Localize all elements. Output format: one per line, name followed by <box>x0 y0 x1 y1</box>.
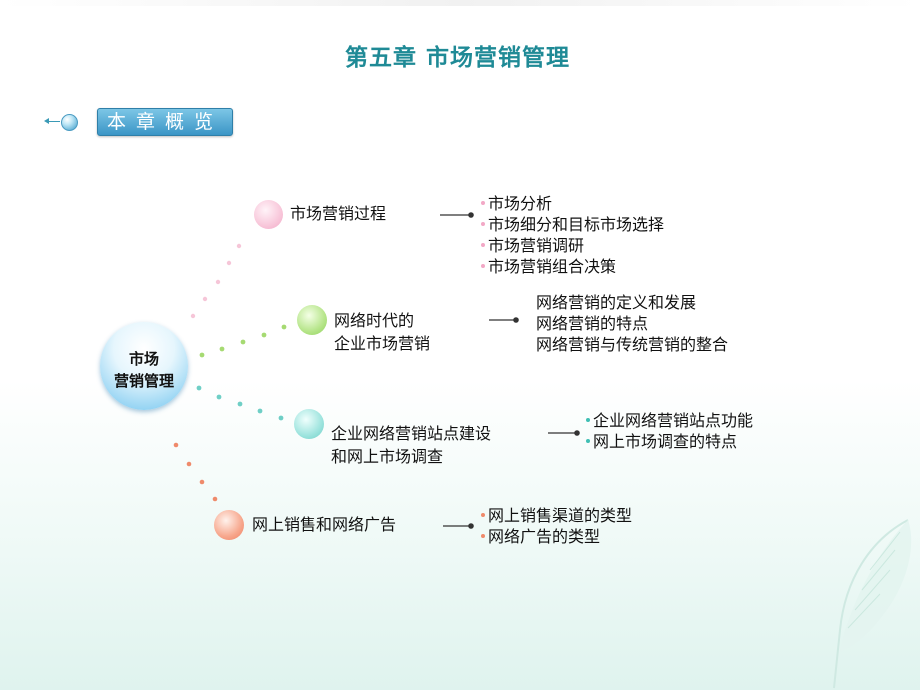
branch-node-3 <box>294 409 324 439</box>
bullet-icon <box>586 417 590 422</box>
branch-node-1 <box>254 200 283 229</box>
branch-label-4: 网上销售和网络广告 <box>252 513 396 536</box>
branch-2-items: 网络营销的定义和发展 网络营销的特点 网络营销与传统营销的整合 <box>536 292 728 355</box>
connector-orange <box>173 442 218 502</box>
branch-3-line-1: 企业网络营销站点建设 <box>331 424 492 443</box>
bullet-icon <box>481 242 485 247</box>
list-item: 市场分析 <box>481 193 664 214</box>
list-item-text: 网上销售渠道的类型 <box>488 506 633 525</box>
list-item: 市场细分和目标市场选择 <box>481 214 664 235</box>
branch-1-line-1: 市场营销过程 <box>290 204 387 223</box>
branch-3-line-2: 和网上市场调查 <box>331 447 444 466</box>
page-title: 第五章 市场营销管理 <box>344 45 570 71</box>
connector-green <box>199 324 287 358</box>
center-topic-circle <box>100 322 188 410</box>
branch-3-items: 企业网络营销站点功能 网上市场调查的特点 <box>586 410 753 452</box>
bullet-icon <box>481 512 485 517</box>
branch-node-2 <box>297 305 327 335</box>
list-item: 企业网络营销站点功能 <box>586 410 753 431</box>
orb-icon <box>61 114 78 131</box>
branch-4-items: 网上销售渠道的类型 网络广告的类型 <box>481 505 632 547</box>
list-item-text: 市场营销组合决策 <box>488 257 617 276</box>
top-frame-strip <box>0 0 920 6</box>
branch-label-1: 市场营销过程 <box>290 202 386 225</box>
bullet-icon <box>481 200 485 205</box>
overview-button[interactable]: 本章概览 <box>97 108 233 136</box>
center-line-1: 市场 <box>128 350 159 368</box>
list-item: 网络营销的定义和发展 <box>536 293 697 312</box>
bullet-icon <box>481 263 485 268</box>
list-item: 市场营销组合决策 <box>481 256 664 277</box>
feather-icon <box>833 519 912 689</box>
branch-label-2: 网络时代的 企业市场营销 <box>334 309 430 355</box>
center-line-2: 营销管理 <box>113 372 174 390</box>
list-item-text: 网上市场调查的特点 <box>593 432 738 451</box>
bullet-icon <box>481 533 485 538</box>
arrow-left-icon <box>44 118 60 124</box>
list-item-text: 网络广告的类型 <box>488 527 601 546</box>
list-item: 市场营销调研 <box>481 235 664 256</box>
branch-2-line-2: 企业市场营销 <box>334 334 431 353</box>
list-item: 网络营销与传统营销的整合 <box>536 335 729 354</box>
connector-teal <box>196 385 284 421</box>
bullet-icon <box>481 221 485 226</box>
list-item: 网络广告的类型 <box>481 526 632 547</box>
list-item-text: 市场细分和目标市场选择 <box>488 215 665 234</box>
branch-2-line-1: 网络时代的 <box>334 311 415 330</box>
list-item-text: 企业网络营销站点功能 <box>593 411 754 430</box>
branch-1-items: 市场分析 市场细分和目标市场选择 市场营销调研 市场营销组合决策 <box>481 193 664 277</box>
branch-node-4 <box>214 510 244 540</box>
branch-label-3: 企业网络营销站点建设 和网上市场调查 <box>331 422 491 468</box>
list-item: 网络营销的特点 <box>536 314 649 333</box>
list-item-text: 市场营销调研 <box>488 236 585 255</box>
list-item-text: 市场分析 <box>488 194 553 213</box>
list-item: 网上市场调查的特点 <box>586 431 753 452</box>
list-item: 网上销售渠道的类型 <box>481 505 632 526</box>
center-topic-label: 市场 营销管理 <box>94 348 194 392</box>
branch-arrows <box>440 212 580 529</box>
branch-4-line-1: 网上销售和网络广告 <box>252 515 397 534</box>
bullet-icon <box>586 438 590 443</box>
connector-pink <box>190 243 242 319</box>
